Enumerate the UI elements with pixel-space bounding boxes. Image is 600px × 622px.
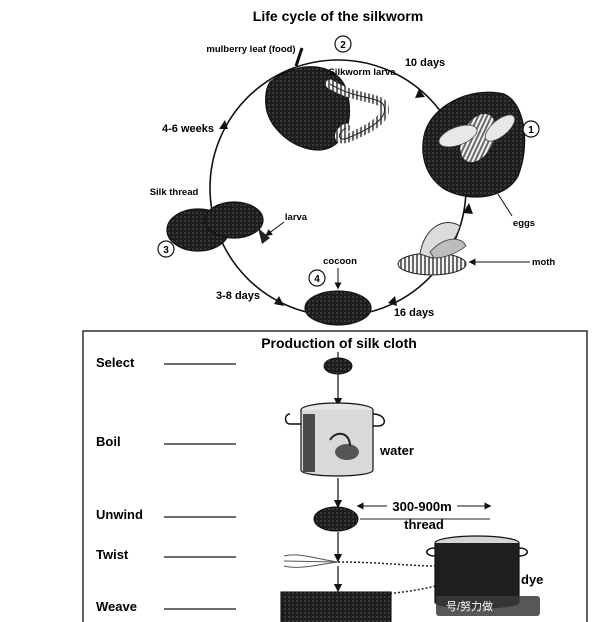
stage-3-badge xyxy=(157,240,175,258)
stage-4-badge xyxy=(308,269,326,287)
larva-head-icon xyxy=(258,228,270,244)
stage-1-badge xyxy=(522,120,540,138)
mulberry-leaf-label: mulberry leaf (food) xyxy=(206,44,295,55)
stage-2-badge xyxy=(334,35,352,53)
step-weave-label: Weave xyxy=(96,599,137,614)
boiling-cocoons-icon xyxy=(335,444,359,460)
duration-4-6-weeks: 4-6 weeks xyxy=(162,123,214,135)
twist-thread-icon xyxy=(283,560,339,563)
duration-10-days: 10 days xyxy=(405,57,445,69)
larva-pointer xyxy=(265,221,285,237)
stage-3-number: 3 xyxy=(163,245,169,256)
watermark-backdrop xyxy=(436,596,540,616)
dye-label: dye xyxy=(521,572,543,587)
production-title: Production of silk cloth xyxy=(261,335,417,351)
cycle-arrow xyxy=(388,296,397,306)
dye-dotted-line xyxy=(337,561,437,567)
watermark-text: 号/努力做 xyxy=(446,599,493,613)
silkworm-larva-label: Silkworm larva xyxy=(328,67,396,78)
dye-pot-handle-right xyxy=(518,547,528,557)
step-twist-label: Twist xyxy=(96,547,129,562)
water-label: water xyxy=(379,443,414,458)
boiling-thread-icon xyxy=(329,432,351,447)
cycle-arrow xyxy=(219,120,228,129)
boil-pot-handle-left xyxy=(284,413,301,425)
leaf-stem-icon xyxy=(294,47,304,67)
dye-pot-handle-left xyxy=(426,547,436,557)
boil-pot-handle-right xyxy=(372,413,385,427)
boil-pot-shade xyxy=(303,414,315,472)
production-panel xyxy=(82,330,588,622)
cocoon-label: cocoon xyxy=(323,256,357,267)
silk-thread-label: Silk thread xyxy=(150,187,199,198)
step-unwind-label: Unwind xyxy=(96,507,143,522)
step-select-label: Select xyxy=(96,355,135,370)
cocoon-icon xyxy=(304,290,372,326)
moth-wing-lower-icon xyxy=(429,238,467,259)
larva-label: larva xyxy=(285,212,308,223)
duration-3-8-days: 3-8 days xyxy=(216,290,260,302)
twist-thread-icon xyxy=(283,561,339,568)
moth-wing-icon xyxy=(438,124,478,148)
duration-16-days: 16 days xyxy=(394,307,434,319)
thread-length-backdrop xyxy=(387,499,457,513)
spinning-larva-icon xyxy=(204,201,264,239)
boil-pot-icon xyxy=(300,410,374,477)
cycle-arrow xyxy=(274,296,284,306)
moth-label: moth xyxy=(532,257,555,268)
step-boil-label: Boil xyxy=(96,434,121,449)
stage-1-number: 1 xyxy=(528,125,534,136)
lifecycle-title: Life cycle of the silkworm xyxy=(253,8,423,24)
woven-cloth-icon xyxy=(280,591,392,622)
eggs-pointer xyxy=(497,193,513,217)
cycle-arrow xyxy=(415,89,425,98)
unwind-cocoon-icon xyxy=(313,506,359,532)
selected-cocoon-icon xyxy=(323,357,353,375)
thread-length-label: 300-900m xyxy=(392,499,451,514)
thread-label: thread xyxy=(404,517,444,532)
cycle-arrow xyxy=(463,203,473,214)
stage-2-number: 2 xyxy=(340,40,346,51)
twist-thread-icon xyxy=(283,554,339,563)
silkworm-larva-outline-icon xyxy=(329,83,386,140)
moth-wing-icon xyxy=(484,114,516,142)
stage-4-number: 4 xyxy=(314,274,320,285)
eggs-label: eggs xyxy=(513,218,535,229)
